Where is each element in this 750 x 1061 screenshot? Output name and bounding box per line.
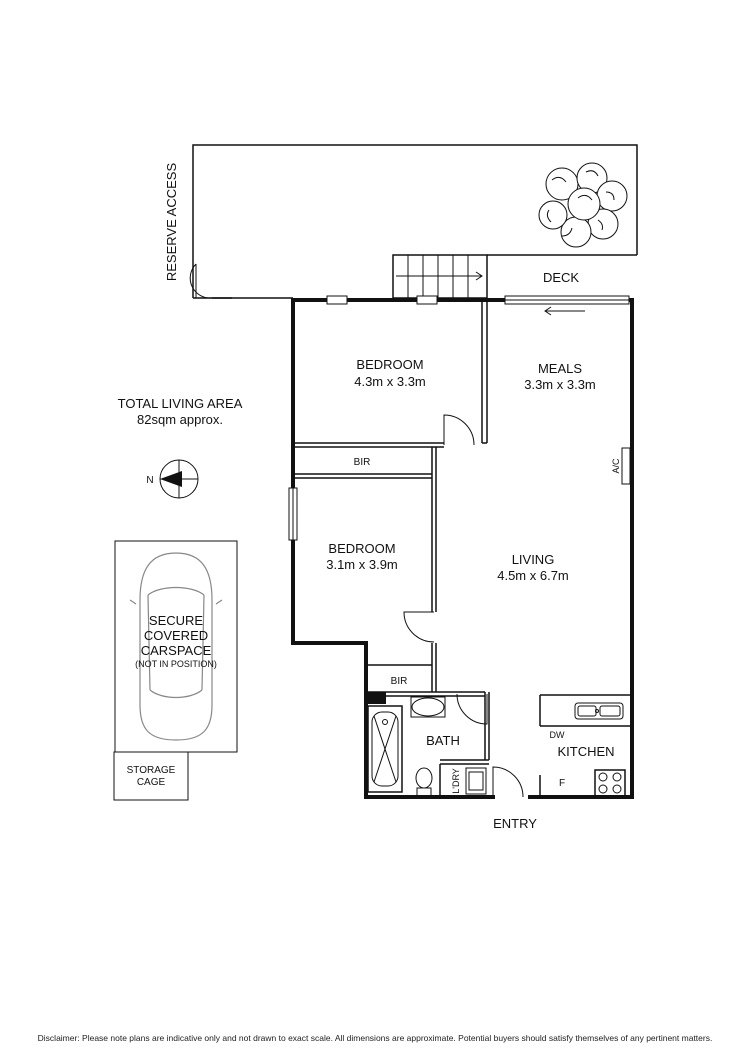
meals-size: 3.3m x 3.3m (524, 377, 596, 392)
bir-lower-label: BIR (391, 676, 408, 687)
deck-label: DECK (543, 270, 579, 285)
bedroom1-name: BEDROOM (356, 357, 423, 372)
reserve-access-gate (189, 263, 232, 299)
fridge-label: F (559, 778, 565, 789)
carspace (114, 540, 238, 753)
laundry-tub (465, 767, 487, 795)
dw-label: DW (550, 730, 565, 740)
carspace-note: (NOT IN POSITION) (135, 659, 217, 669)
bath-fixtures (367, 696, 446, 797)
carspace-line2: COVERED (144, 628, 208, 643)
entry-label: ENTRY (493, 816, 537, 831)
laundry-label: L'DRY (451, 768, 461, 794)
tree-icon (538, 162, 628, 248)
doors (403, 414, 524, 798)
carspace-line1: SECURE (149, 613, 204, 628)
kitchen-label: KITCHEN (557, 744, 614, 759)
storage-cage-line2: CAGE (137, 777, 166, 788)
sliding-door (504, 295, 630, 316)
ac-label: A/C (611, 458, 621, 474)
deck-steps (392, 254, 488, 299)
reserve-access-label: RESERVE ACCESS (164, 163, 179, 282)
total-living-area-value: 82sqm approx. (137, 412, 223, 427)
disclaimer-text: Disclaimer: Please note plans are indica… (37, 1033, 713, 1043)
north-compass-icon (159, 459, 199, 499)
north-label: N (146, 475, 153, 486)
kitchen-bench (539, 694, 630, 797)
bedroom1-size: 4.3m x 3.3m (354, 374, 426, 389)
carspace-line3: CARSPACE (141, 643, 212, 658)
bir-upper-label: BIR (354, 457, 371, 468)
bedroom2-size: 3.1m x 3.9m (326, 557, 398, 572)
storage-cage (113, 751, 189, 801)
windows (288, 295, 438, 541)
interior-walls (293, 300, 490, 797)
meals-name: MEALS (538, 361, 582, 376)
ac-unit (621, 447, 631, 485)
living-name: LIVING (512, 552, 555, 567)
bedroom2-name: BEDROOM (328, 541, 395, 556)
storage-cage-line1: STORAGE (127, 765, 176, 776)
total-living-area-label: TOTAL LIVING AREA (118, 396, 243, 411)
living-size: 4.5m x 6.7m (497, 568, 569, 583)
car-icon (129, 552, 223, 741)
bath-label: BATH (426, 733, 460, 748)
